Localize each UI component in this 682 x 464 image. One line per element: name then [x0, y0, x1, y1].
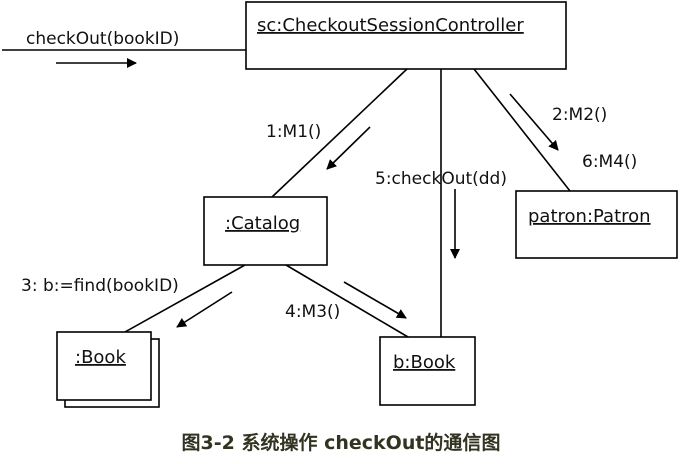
m6-label: 6:M4() [582, 152, 637, 172]
m2-label: 2:M2() [552, 105, 607, 125]
m4-label: 4:M3() [285, 302, 340, 322]
patron-box [515, 190, 678, 259]
book-multi-front-box [56, 331, 152, 401]
arrow-m2 [509, 93, 559, 151]
catalog-box [203, 196, 328, 266]
catalog-name: :Catalog [225, 213, 300, 234]
m5-label: 5:checkOut(dd) [375, 169, 507, 189]
link-controller-patron [473, 68, 571, 192]
link-catalog-books [124, 264, 246, 333]
patron-name: patron:Patron [528, 206, 651, 227]
controller-name: sc:CheckoutSessionController [257, 15, 524, 36]
controller-box [245, 1, 567, 70]
m1-label: 1:M1() [266, 122, 321, 142]
incoming-message-label: checkOut(bookID) [26, 29, 179, 49]
arrow-m4 [343, 281, 407, 319]
arrow-m1 [326, 126, 371, 170]
m3-find-label: 3: b:=find(bookID) [21, 276, 179, 296]
book-multi-name: :Book [75, 347, 126, 368]
link-catalog-bbook [285, 264, 409, 338]
arrow-m3-find [176, 291, 233, 328]
bbook-box [379, 336, 476, 406]
figure-caption: 图3-2 系统操作 checkOut的通信图 [181, 432, 501, 454]
bbook-name: b:Book [393, 352, 456, 373]
link-controller-catalog [271, 68, 408, 198]
